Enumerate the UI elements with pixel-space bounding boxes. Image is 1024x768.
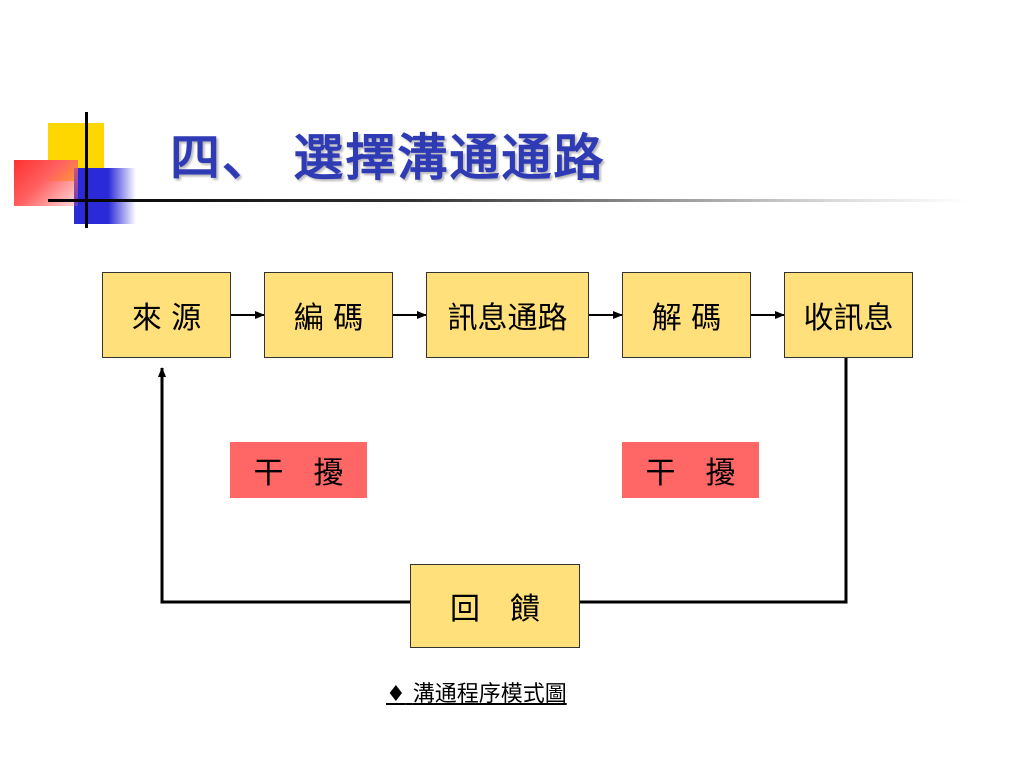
caption-text: 溝通程序模式圖 — [412, 682, 567, 707]
deco-horizontal-line — [48, 199, 968, 202]
channel-box: 訊息通路 — [426, 272, 589, 358]
diamond-bullet-icon: ♦ — [386, 682, 406, 707]
noise-box-right: 干 擾 — [622, 442, 759, 498]
encode-box: 編 碼 — [264, 272, 393, 358]
source-box: 來 源 — [102, 272, 231, 358]
deco-vertical-line — [85, 112, 88, 228]
feedback-line-right — [580, 358, 848, 604]
receiver-box: 收訊息 — [784, 272, 913, 358]
noise-box-left: 干 擾 — [230, 442, 367, 498]
feedback-line-left — [158, 367, 410, 604]
page-title: 四、 選擇溝通通路 — [170, 128, 606, 187]
deco-blue-square — [74, 168, 136, 224]
feedback-box: 回 饋 — [410, 564, 580, 648]
deco-red-square — [14, 160, 78, 206]
diagram-caption: ♦ 溝通程序模式圖 — [386, 676, 567, 708]
decode-box: 解 碼 — [622, 272, 751, 358]
